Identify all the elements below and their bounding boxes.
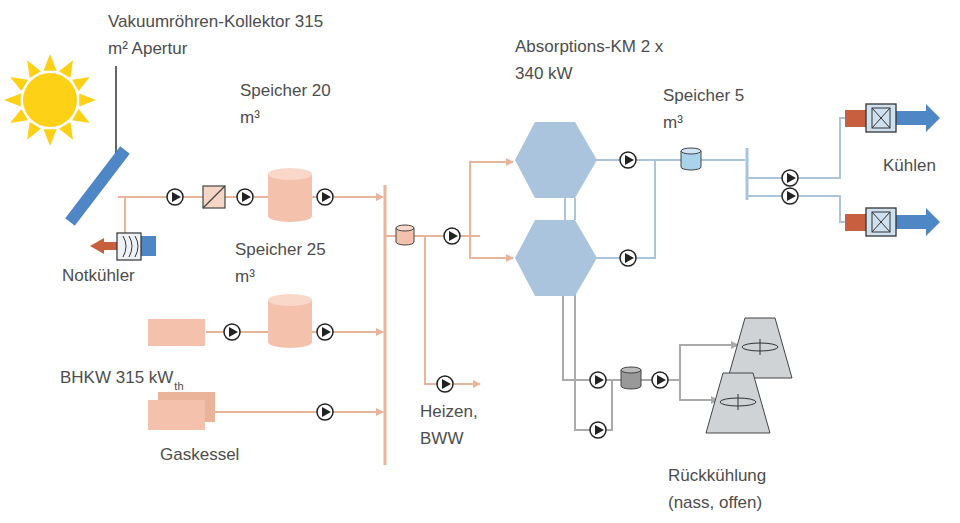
absorption-chiller — [515, 220, 597, 296]
pump — [437, 376, 453, 392]
leader-line — [115, 66, 117, 160]
cooling-water-pipes — [563, 290, 738, 430]
pump — [444, 228, 460, 244]
sun-ray — [4, 93, 21, 106]
sun — [4, 54, 96, 146]
heat-exchanger — [203, 186, 225, 208]
sun-ray — [72, 109, 90, 123]
pump — [652, 372, 668, 388]
pump — [620, 152, 636, 168]
collector — [70, 150, 125, 222]
component-label: Notkühler — [62, 262, 135, 289]
component-label: Absorptions-KM 2 x 340 kW — [515, 33, 665, 87]
pump — [782, 170, 798, 186]
heating-pipes — [118, 162, 513, 465]
pump — [590, 372, 606, 388]
sun-ray — [59, 60, 73, 78]
component-label: Speicher 20 m³ — [240, 77, 332, 131]
sun-ray — [72, 77, 90, 91]
storage-tank — [268, 148, 701, 389]
component-label: BHKW 315 kW — [60, 364, 173, 391]
cooling-tower — [706, 318, 792, 433]
pump — [317, 404, 333, 420]
chp-unit — [148, 319, 205, 346]
sun-ray — [43, 54, 56, 71]
sun-ray — [10, 109, 28, 123]
pump — [317, 324, 333, 340]
component-label: Gaskessel — [160, 441, 239, 468]
gas-boiler — [148, 400, 205, 430]
pump — [167, 189, 183, 205]
pump — [620, 250, 636, 266]
sun-ray — [27, 122, 41, 140]
pump — [224, 324, 240, 340]
air-handling-unit — [845, 104, 940, 236]
pump — [237, 189, 253, 205]
component-label: Rückkühlung (nass, offen) — [668, 462, 808, 516]
sun-ray — [10, 77, 28, 91]
component-label: Kühlen — [883, 152, 936, 179]
pump — [317, 189, 333, 205]
component-label: Speicher 5 m³ — [663, 82, 755, 136]
absorption-chiller — [515, 122, 597, 198]
sun-ray — [43, 129, 56, 146]
component-label: Speicher 25 m³ — [235, 236, 327, 290]
sun-ray — [59, 122, 73, 140]
pump — [590, 422, 606, 438]
component-label: Heizen, BWW — [420, 398, 492, 452]
component-label: Vakuumröhren-Kollektor 315 m² Apertur — [108, 8, 328, 62]
pump — [782, 188, 798, 204]
sun-ray — [27, 60, 41, 78]
emergency-cooler — [90, 233, 156, 260]
unit-subscript: th — [174, 380, 183, 392]
chilled-water-pipes — [596, 118, 863, 258]
sun-ray — [79, 93, 96, 106]
